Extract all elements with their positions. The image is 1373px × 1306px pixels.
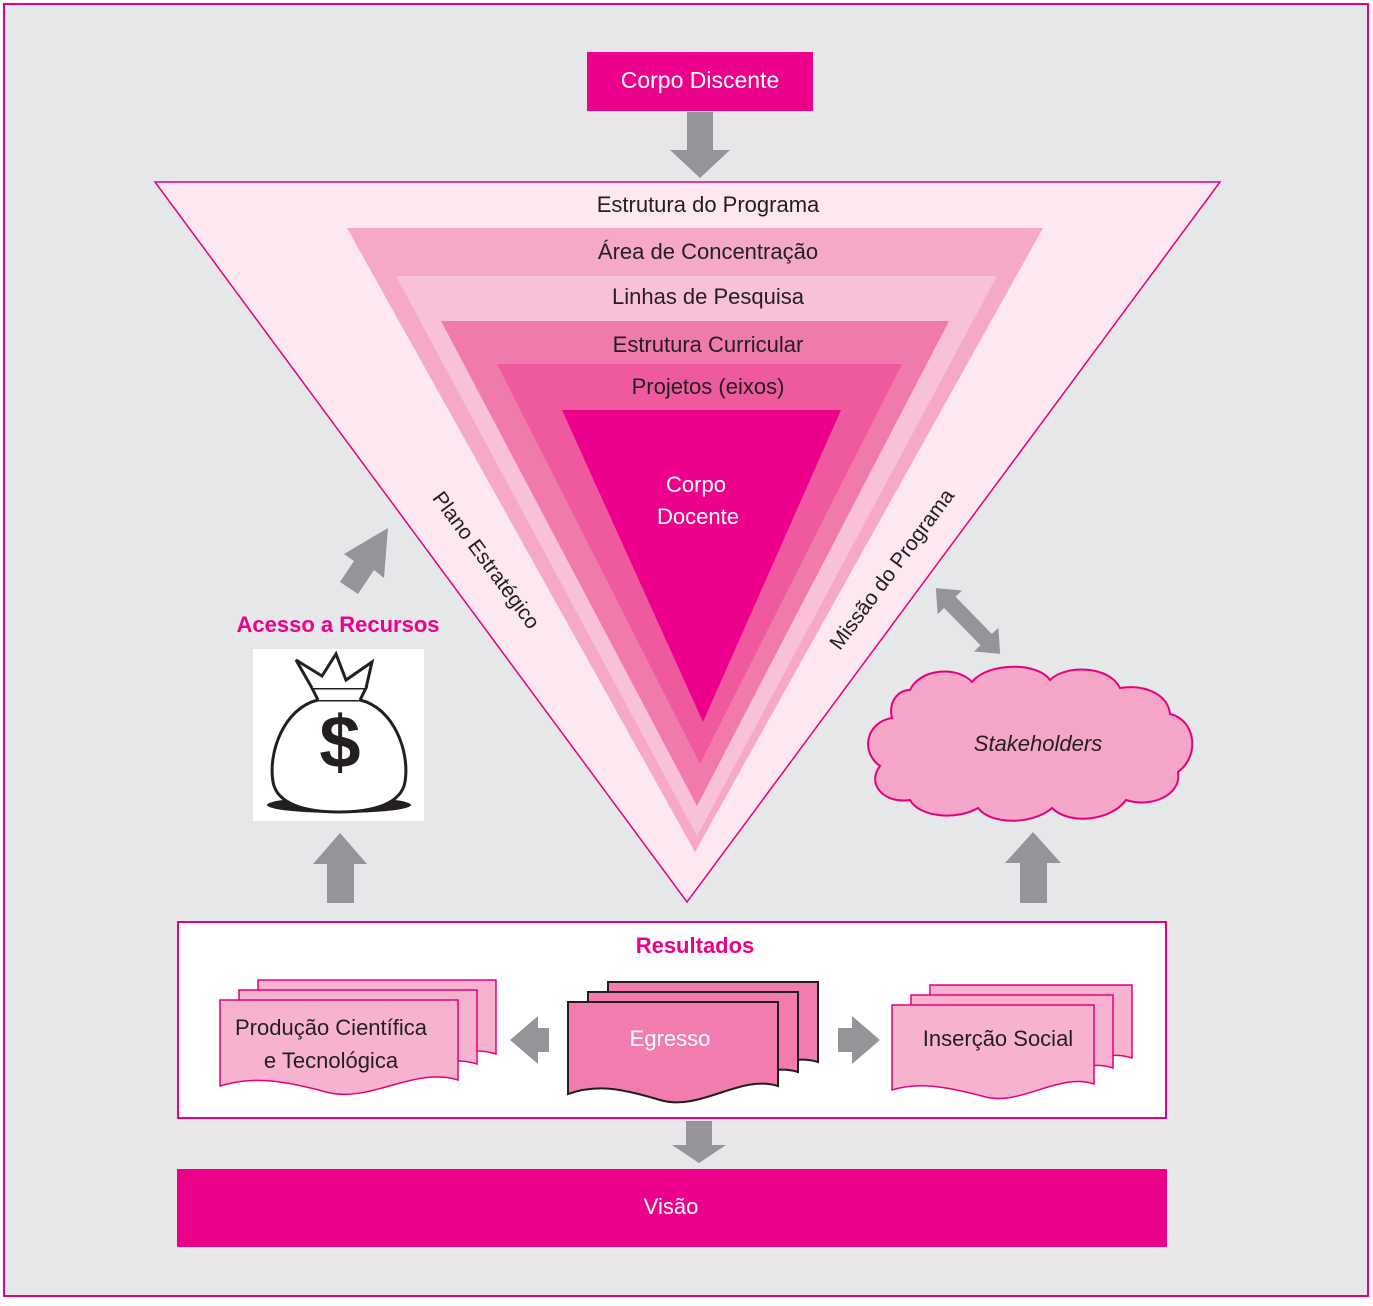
money-bag-icon: $ bbox=[253, 649, 424, 821]
stakeholders-double-arrow bbox=[935, 588, 1001, 654]
doc-stack-producao bbox=[219, 979, 497, 1096]
core-label-line1: Corpo bbox=[666, 472, 726, 497]
layer-label-projetos: Projetos (eixos) bbox=[632, 374, 785, 399]
arrow-discente-down bbox=[670, 112, 730, 178]
corpo-discente-box bbox=[587, 52, 813, 111]
vision-label: Visão bbox=[644, 1194, 699, 1219]
producao-label-line2: e Tecnológica bbox=[264, 1048, 399, 1073]
layer-label-linhas-pesquisa: Linhas de Pesquisa bbox=[612, 284, 805, 309]
egresso-label: Egresso bbox=[630, 1026, 711, 1051]
arrow-results-to-vision bbox=[672, 1121, 726, 1163]
triangle-corpo-docente bbox=[562, 410, 841, 722]
corpo-discente-label: Corpo Discente bbox=[621, 67, 780, 93]
arrow-egresso-to-insercao bbox=[838, 1016, 880, 1064]
arrow-resources-up bbox=[313, 833, 367, 903]
results-title: Resultados bbox=[636, 933, 755, 958]
vision-bar bbox=[177, 1169, 1167, 1247]
core-label-line2: Docente bbox=[657, 504, 739, 529]
arrow-resources-diagonal bbox=[340, 528, 388, 594]
insercao-label: Inserção Social bbox=[923, 1026, 1073, 1051]
layer-label-estrutura-programa: Estrutura do Programa bbox=[597, 192, 820, 217]
producao-label-line1: Produção Científica bbox=[235, 1015, 428, 1040]
layer-label-estrutura-curricular: Estrutura Curricular bbox=[613, 332, 804, 357]
stakeholders-label: Stakeholders bbox=[974, 731, 1102, 756]
doc-stack-egresso bbox=[567, 981, 819, 1104]
layer-label-area-concentracao: Área de Concentração bbox=[598, 239, 818, 264]
arrow-egresso-to-producao bbox=[510, 1016, 549, 1064]
dollar-symbol: $ bbox=[319, 701, 360, 784]
doc-stack-insercao bbox=[891, 984, 1133, 1100]
arrow-stakeholders-up bbox=[1005, 832, 1061, 903]
stakeholders-cloud bbox=[867, 665, 1194, 822]
resources-title: Acesso a Recursos bbox=[237, 612, 440, 637]
